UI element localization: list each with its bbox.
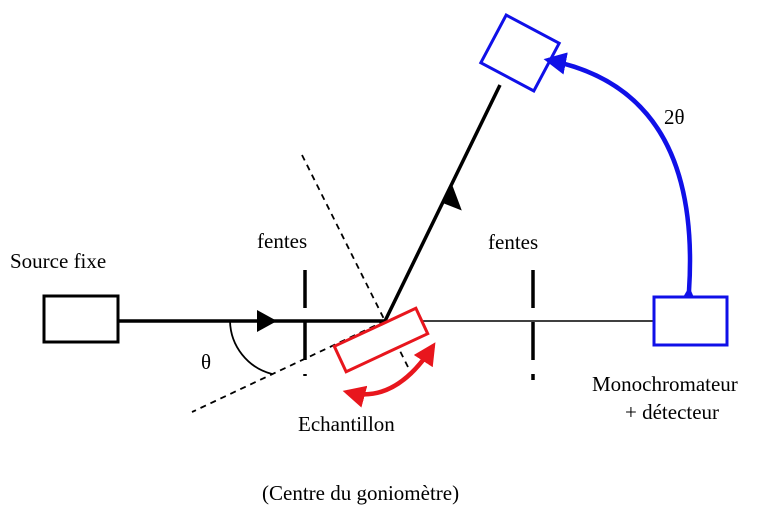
caption-label: (Centre du goniomètre)	[262, 481, 459, 505]
diffracted-beam-arrowhead	[442, 183, 462, 211]
detector-label-line2: + détecteur	[625, 400, 719, 424]
detector-box-icon	[652, 295, 729, 347]
diffracted-beam	[383, 84, 502, 322]
two-theta-label: 2θ	[664, 105, 685, 129]
normal-dashed-line	[301, 154, 413, 376]
detector-rotation-arrow-icon	[543, 52, 700, 310]
detector-label-line1: Monochromateur	[592, 372, 738, 396]
slit-left-label: fentes	[257, 229, 307, 253]
sample-icon	[332, 306, 430, 374]
source-box-icon	[42, 294, 120, 344]
incident-beam-arrowhead	[257, 310, 277, 332]
source-label: Source fixe	[10, 249, 106, 273]
sample-rotation-arrow-icon	[342, 342, 436, 408]
theta-arc	[229, 320, 273, 375]
sample-label: Echantillon	[298, 412, 395, 436]
slit-right-label: fentes	[488, 230, 538, 254]
detector-upper-icon	[478, 13, 562, 93]
theta-label: θ	[201, 350, 211, 374]
